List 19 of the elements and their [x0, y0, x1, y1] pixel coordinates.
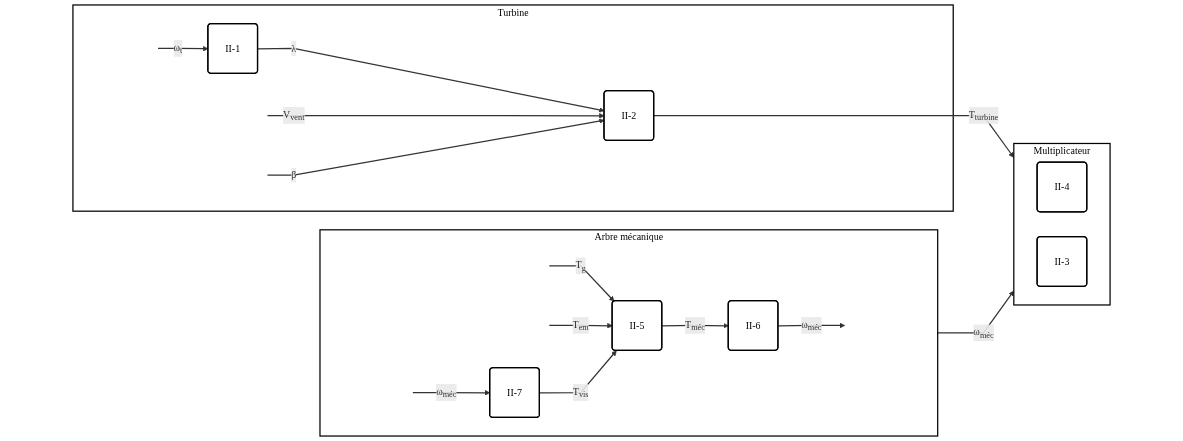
edge-label: ω$_{t}$	[173, 41, 183, 56]
arrow	[548, 265, 615, 302]
arrow	[266, 118, 605, 176]
edge-label: β	[291, 169, 297, 181]
edge-label: T$_{méc}$	[685, 318, 705, 333]
arrow	[266, 113, 605, 119]
arrow	[661, 323, 729, 329]
edge-label: T$_{em}$	[572, 318, 589, 333]
edge-label: ω$_{méc}$	[973, 326, 994, 340]
edge-label: T$_{vis}$	[572, 385, 589, 400]
edge-label: ω$_{méc}$	[801, 318, 822, 333]
edge-label: V$_{vent}$	[283, 108, 305, 123]
edge-label: ω$_{méc}$	[436, 385, 457, 400]
edge-label: T$_{g}$	[575, 259, 586, 273]
edge-label: λ	[291, 42, 297, 54]
arrow	[539, 350, 617, 394]
edge-label: T$_{turbine}$	[968, 108, 999, 123]
arrow	[548, 323, 613, 329]
arrow	[257, 47, 605, 113]
